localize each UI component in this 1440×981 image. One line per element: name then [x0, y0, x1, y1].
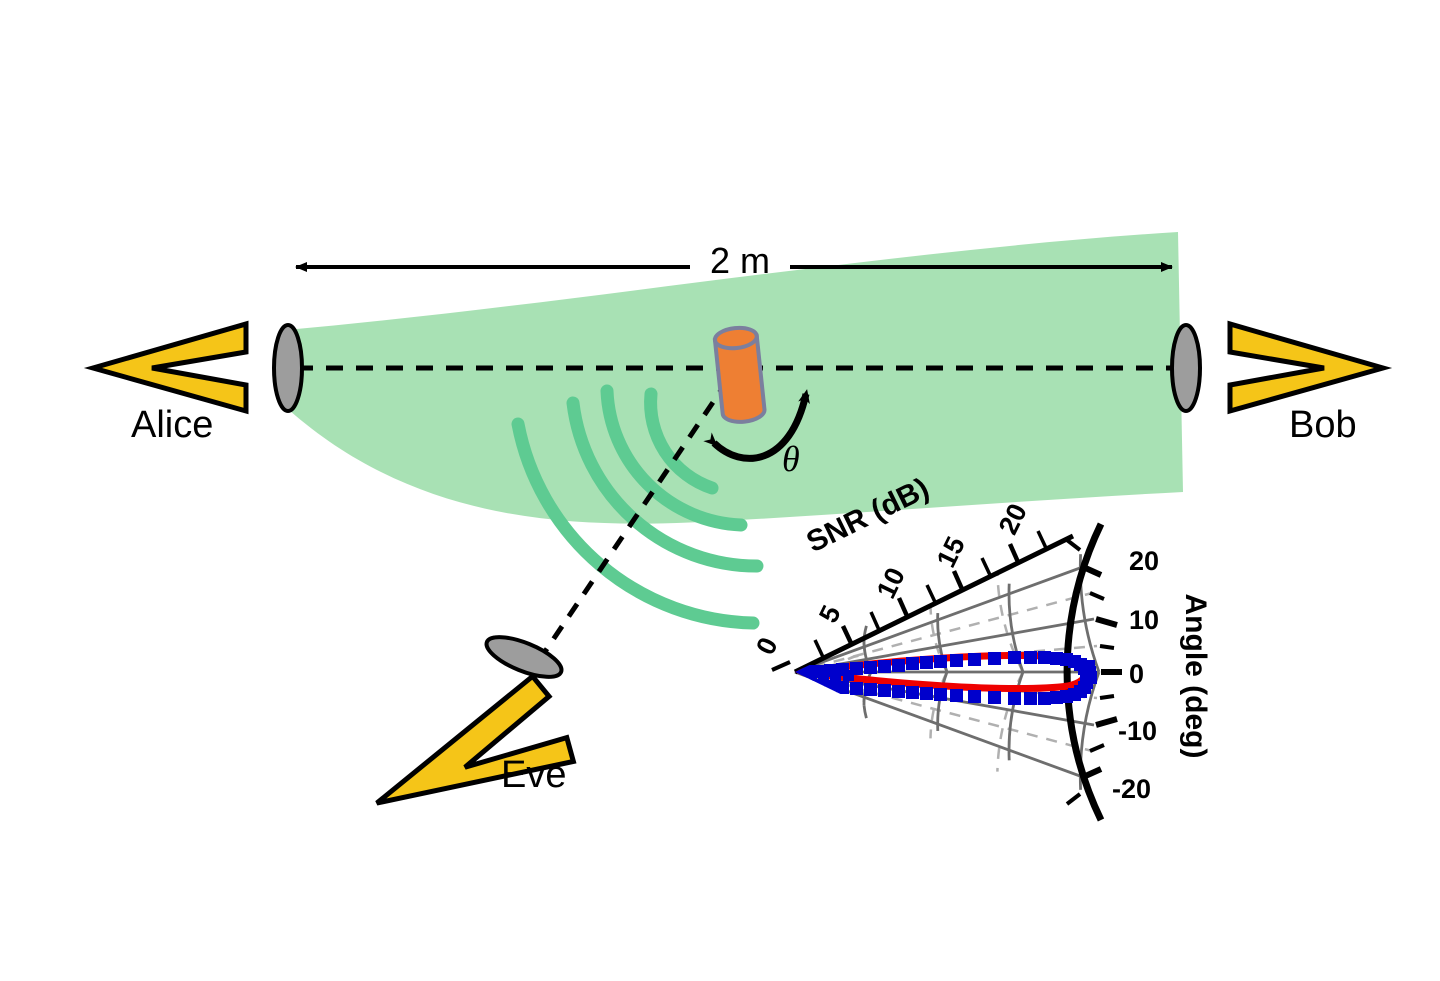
bob-antenna[interactable]	[1170, 320, 1393, 415]
radial-axis-line	[793, 533, 1075, 675]
alice-antenna[interactable]	[83, 320, 304, 415]
cylinder-top-face	[712, 325, 759, 351]
bob-aperture	[1170, 323, 1202, 413]
radial-tick-12	[925, 584, 937, 603]
radial-tick-7	[869, 611, 881, 631]
rotation-indicator	[703, 389, 810, 462]
eve-label: Eve	[501, 754, 566, 796]
radial-tick-label-5: 5	[813, 601, 847, 628]
angle-tick-label-10: 10	[1129, 605, 1159, 635]
horn-antenna-icon	[1227, 320, 1393, 415]
angle-tick-label-minus20: -20	[1112, 774, 1151, 804]
polar-angle-major-ticks	[1079, 563, 1122, 781]
polar-radial-axis	[771, 530, 1075, 675]
horn-antenna-icon	[83, 320, 249, 415]
polar-snr-plot: 0 5 10 15 20 SNR (dB) 20 10 0 -10 -20 An…	[750, 472, 1212, 822]
distance-label: 2 m	[709, 240, 770, 281]
radial-tick-10	[896, 597, 910, 617]
angle-tick-label-minus10: -10	[1118, 716, 1157, 746]
radial-tick-20	[1007, 543, 1021, 563]
wavefront-arc-2	[600, 384, 748, 532]
polar-outer-arc	[1063, 522, 1105, 822]
curved-double-arrow-icon	[703, 389, 810, 462]
eve-aperture	[484, 635, 564, 679]
arc-r15	[1007, 583, 1025, 761]
radial-tick-label-15: 15	[931, 532, 971, 572]
cylinder-scatterer[interactable]	[712, 325, 767, 424]
alice-aperture	[272, 323, 304, 413]
radial-tick-17	[980, 557, 992, 576]
scatterer-to-eve-path	[535, 378, 731, 664]
wavefront-arc-1	[644, 387, 719, 495]
radial-tick-22	[1036, 530, 1048, 549]
radial-tick-label-0: 0	[750, 633, 784, 660]
radial-tick-label-10: 10	[871, 563, 911, 603]
polar-angle-minor-ticks	[1065, 538, 1115, 806]
bob-label: Bob	[1289, 404, 1357, 446]
radial-tick-15	[951, 570, 965, 590]
radial-tick-label-20: 20	[993, 499, 1033, 539]
angle-tick-label-0: 0	[1129, 659, 1144, 689]
angle-tick-label-20: 20	[1129, 546, 1159, 576]
theta-label: θ	[782, 439, 800, 479]
alice-label: Alice	[131, 404, 213, 446]
radial-tick-5	[840, 625, 854, 644]
radial-tick-0	[771, 660, 791, 672]
radial-tick-2	[813, 639, 825, 658]
angular-axis-label: Angle (deg)	[1179, 594, 1212, 759]
